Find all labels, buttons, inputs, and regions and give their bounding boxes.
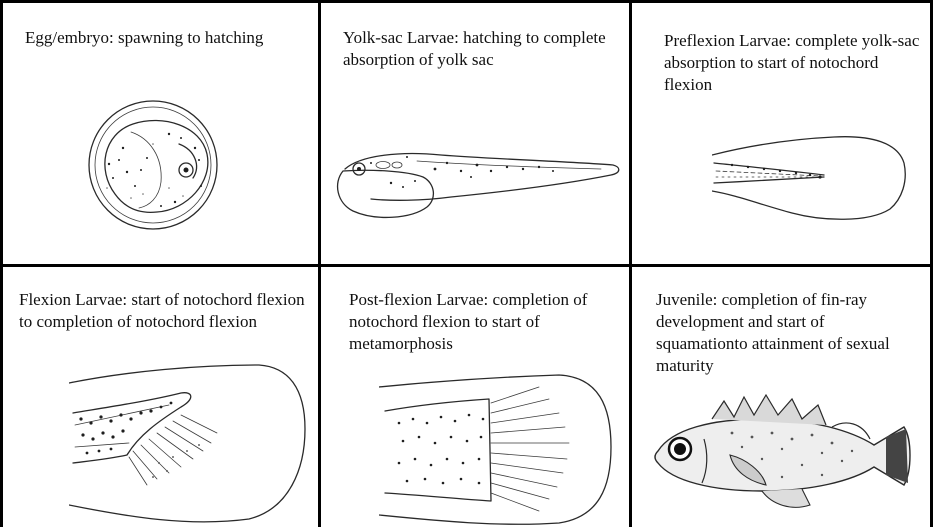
flexion-larva-tail-illustration (69, 359, 311, 527)
panel-flexion-larvae: Flexion Larvae: start of notochord flexi… (3, 267, 318, 527)
panel-postflexion-larvae: Post-flexion Larvae: completion of notoc… (321, 267, 629, 527)
panel-preflexion-larvae: Preflexion Larvae: complete yolk-sac abs… (632, 3, 930, 264)
panel-yolk-sac-larvae: Yolk-sac Larvae: hatching to complete ab… (321, 3, 629, 264)
panel-caption: Preflexion Larvae: complete yolk-sac abs… (664, 30, 924, 96)
yolk-sac-larva-illustration (331, 143, 626, 233)
panel-caption: Post-flexion Larvae: completion of notoc… (349, 289, 619, 355)
panel-caption: Juvenile: completion of fin-ray developm… (656, 289, 918, 377)
postflexion-larva-tail-illustration (379, 367, 619, 527)
egg-embryo-illustration (83, 98, 223, 233)
juvenile-fish-illustration (642, 389, 922, 517)
panel-egg-embryo: Egg/embryo: spawning to hatching (3, 3, 318, 264)
panel-caption: Egg/embryo: spawning to hatching (25, 27, 315, 49)
preflexion-larva-tail-illustration (712, 133, 912, 228)
panel-caption: Yolk-sac Larvae: hatching to complete ab… (343, 27, 613, 71)
panel-juvenile: Juvenile: completion of fin-ray developm… (632, 267, 930, 527)
panel-caption: Flexion Larvae: start of notochord flexi… (19, 289, 318, 333)
